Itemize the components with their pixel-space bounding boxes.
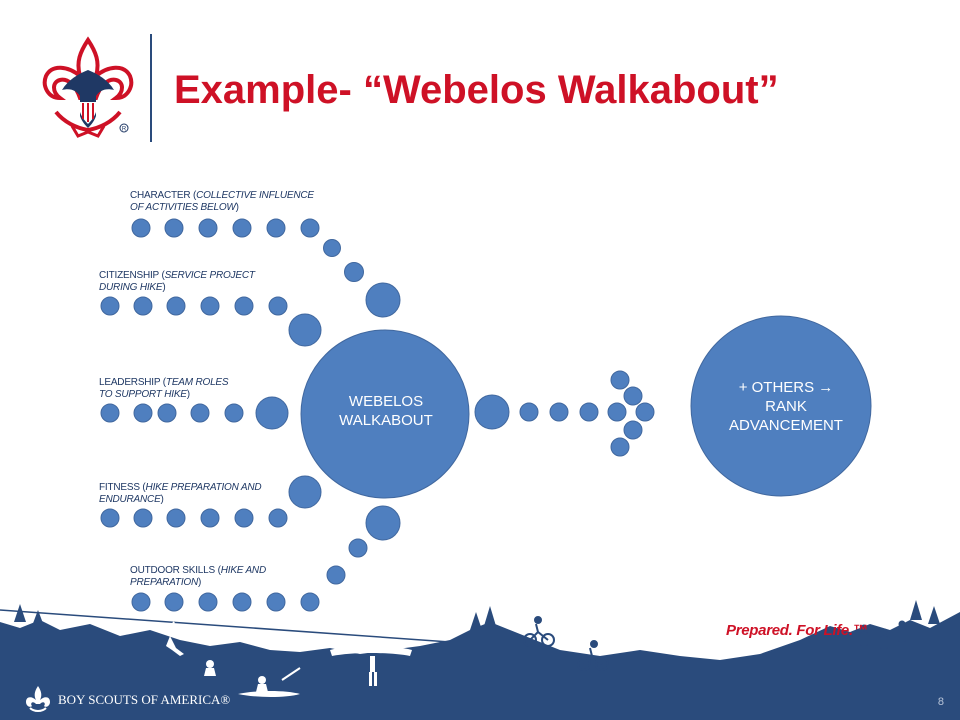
bsa-emblem-icon — [26, 686, 50, 712]
node-output-9 — [623, 420, 643, 440]
header-divider — [150, 34, 152, 142]
node-leadership-6 — [255, 396, 289, 430]
node-citizenship-7 — [288, 313, 322, 347]
node-citizenship-4 — [200, 296, 220, 316]
center-node-webelos-walkabout — [300, 329, 470, 499]
node-citizenship-2 — [133, 296, 153, 316]
walkabout-diagram — [100, 218, 872, 612]
node-leadership-3 — [157, 403, 177, 423]
node-character-6 — [300, 218, 320, 238]
node-output-2 — [519, 402, 539, 422]
node-citizenship-6 — [268, 296, 288, 316]
node-outdoor-skills-9 — [365, 505, 401, 541]
footer-zipline — [0, 609, 451, 643]
result-node-line3: ADVANCEMENT — [729, 417, 843, 434]
node-outdoor-skills-1 — [131, 592, 151, 612]
node-fitness-2 — [133, 508, 153, 528]
node-output-7 — [610, 370, 630, 390]
node-outdoor-skills-2 — [164, 592, 184, 612]
node-character-5 — [266, 218, 286, 238]
center-node-label: WEBELOS WALKABOUT — [316, 392, 456, 430]
node-output-1 — [474, 394, 510, 430]
node-fitness-7 — [288, 475, 322, 509]
node-outdoor-skills-3 — [198, 592, 218, 612]
node-outdoor-skills-5 — [266, 592, 286, 612]
node-fitness-4 — [200, 508, 220, 528]
node-character-9 — [365, 282, 401, 318]
node-fitness-6 — [268, 508, 288, 528]
page-number: 8 — [937, 696, 944, 708]
svg-text:R: R — [122, 127, 127, 133]
node-fitness-3 — [166, 508, 186, 528]
node-outdoor-skills-6 — [300, 592, 320, 612]
result-node-label: + OTHERS → RANK ADVANCEMENT — [706, 378, 866, 435]
node-character-7 — [323, 239, 341, 257]
node-character-8 — [344, 262, 364, 282]
hikers-icon — [859, 620, 906, 663]
slide-title: Example- “Webelos Walkabout” — [174, 68, 779, 112]
result-node-line2: RANK — [765, 398, 807, 415]
tagline: Prepared. For Life.™ — [726, 622, 868, 639]
footer-brand-name: BOY SCOUTS OF AMERICA® — [58, 692, 231, 707]
tree-line — [14, 600, 940, 630]
node-output-4 — [579, 402, 599, 422]
result-node-line1: + OTHERS → — [738, 379, 834, 396]
cyclists-icon — [523, 616, 609, 671]
node-output-10 — [610, 437, 630, 457]
center-node-line1: WEBELOS — [348, 393, 424, 410]
node-fitness-5 — [234, 508, 254, 528]
node-fitness-1 — [100, 508, 120, 528]
node-output-6 — [635, 402, 655, 422]
node-outdoor-skills-8 — [348, 538, 368, 558]
canoe-carrier-icon — [330, 645, 412, 686]
node-character-2 — [164, 218, 184, 238]
footer-mountain-band — [0, 612, 960, 720]
footer-landscape-banner — [0, 600, 960, 720]
node-output-8 — [623, 386, 643, 406]
node-character-3 — [198, 218, 218, 238]
node-leadership-5 — [224, 403, 244, 423]
node-output-5 — [607, 402, 627, 422]
result-node-rank-advancement — [690, 315, 872, 497]
center-node-line2: WALKABOUT — [339, 412, 433, 429]
node-citizenship-1 — [100, 296, 120, 316]
node-character-1 — [131, 218, 151, 238]
node-leadership-1 — [100, 403, 120, 423]
bsa-fleur-de-lis-logo-icon: R — [42, 36, 134, 138]
node-output-3 — [549, 402, 569, 422]
kayakers-icon — [204, 660, 301, 697]
node-outdoor-skills-7 — [326, 565, 346, 585]
node-character-4 — [232, 218, 252, 238]
node-outdoor-skills-4 — [232, 592, 252, 612]
node-citizenship-3 — [166, 296, 186, 316]
node-leadership-4 — [190, 403, 210, 423]
node-citizenship-5 — [234, 296, 254, 316]
node-leadership-2 — [133, 403, 153, 423]
zipline-rider-icon — [166, 621, 184, 656]
